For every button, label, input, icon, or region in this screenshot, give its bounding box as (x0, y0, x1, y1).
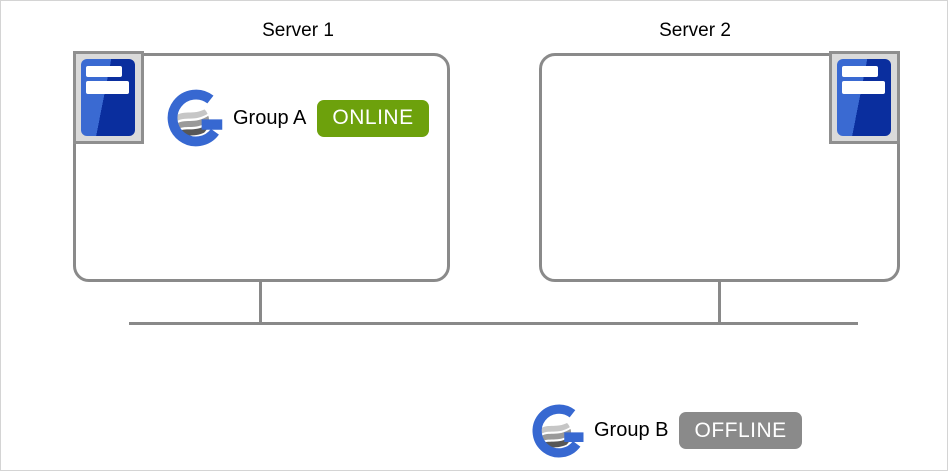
group-globe-icon (166, 88, 226, 148)
server1-connector-line (259, 281, 262, 323)
group-b-status-badge: OFFLINE (679, 412, 802, 449)
server1-label: Server 1 (262, 20, 334, 41)
server-tower-icon (73, 51, 144, 144)
group-a-name: Group A (233, 106, 307, 129)
group-a-status-badge: ONLINE (317, 99, 429, 137)
server-tower-icon (829, 51, 900, 144)
network-bus-line (129, 322, 858, 325)
group-b-name: Group B (594, 419, 669, 441)
group-a-row: Group A ONLINE (166, 88, 429, 148)
group-b-row: Group B OFFLINE (531, 402, 802, 459)
server2-connector-line (718, 281, 721, 323)
group-globe-icon (531, 403, 587, 459)
server2-label: Server 2 (659, 20, 731, 41)
